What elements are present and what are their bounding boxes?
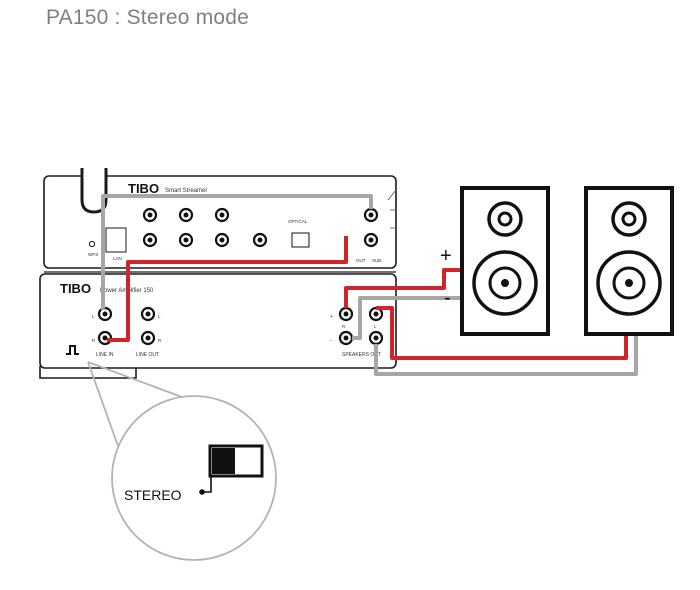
- plus-marker: +: [440, 245, 452, 267]
- page-title: PA150 : Stereo mode: [46, 6, 250, 29]
- svg-text:R: R: [92, 338, 96, 343]
- svg-text:R: R: [342, 324, 346, 329]
- red-rca-cable: [107, 236, 348, 342]
- mode-switch-icon: [66, 345, 79, 355]
- svg-text:-: -: [330, 338, 332, 344]
- svg-text:L: L: [92, 314, 95, 319]
- red-speaker-cable-r-plus: [344, 268, 462, 308]
- wps-button: [88, 240, 96, 248]
- streamer-model: Smart Streamer: [165, 188, 207, 194]
- speaker-left: [460, 186, 550, 336]
- grey-rca-cable: [101, 194, 373, 310]
- svg-text:L: L: [374, 324, 377, 329]
- speaker-right: [584, 186, 674, 336]
- smart-streamer: TIBO Smart Streamer WPS LAN OPTICAL OUT …: [43, 168, 397, 273]
- antenna-icon: [80, 168, 108, 214]
- lan-label: LAN: [113, 256, 122, 261]
- speakers-out-label: SPEAKERS OUT: [342, 352, 381, 358]
- svg-text:L: L: [158, 314, 161, 319]
- sub-label: SUB: [372, 258, 381, 263]
- line-in-label: LINE IN: [96, 352, 114, 358]
- power-amplifier: TIBO Power Amplifier 150 L R L R LINE IN…: [39, 273, 397, 379]
- amp-brand: TIBO: [60, 281, 91, 296]
- optical-label: OPTICAL: [288, 219, 308, 224]
- optical-port: [291, 232, 310, 248]
- switch-zoom-callout: STEREO: [87, 361, 277, 561]
- line-out-label: LINE OUT: [136, 352, 159, 358]
- svg-text:+: +: [330, 314, 333, 320]
- streamer-rca-jacks: [142, 207, 379, 248]
- grey-speaker-cable-r-minus: [352, 296, 462, 340]
- minus-marker: -: [444, 287, 451, 309]
- red-speaker-cable-l-plus: [376, 306, 628, 360]
- lan-port: [105, 227, 127, 253]
- grey-speaker-cable-l-minus: [374, 330, 638, 376]
- wps-label: WPS: [88, 252, 98, 257]
- out-label: OUT: [356, 258, 366, 263]
- streamer-brand: TIBO: [128, 181, 159, 196]
- stereo-label: STEREO: [124, 487, 182, 503]
- svg-text:R: R: [158, 338, 162, 343]
